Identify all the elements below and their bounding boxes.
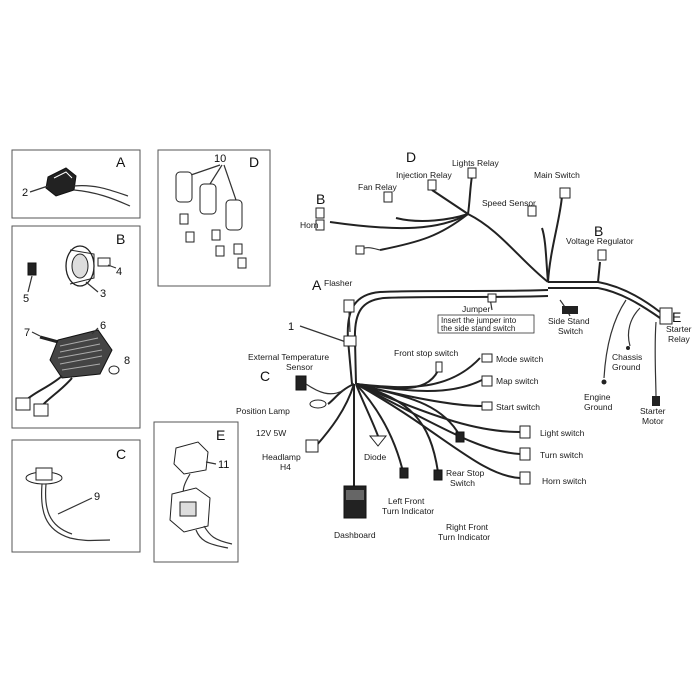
label-front-stop-switch: Front stop switch — [394, 348, 459, 358]
label-side-stand-switch-2: Switch — [558, 326, 583, 336]
label-map-switch: Map switch — [496, 376, 539, 386]
letter-b-right: B — [594, 223, 603, 239]
label-fan-relay: Fan Relay — [358, 182, 397, 192]
temperature-sensor-part-icon — [25, 467, 111, 542]
panel-c-frame — [11, 439, 141, 553]
panel-b: B 4 5 3 7 6 8 — [11, 225, 141, 429]
panel-a-letter: A — [116, 154, 126, 170]
label-lights-relay: Lights Relay — [452, 158, 500, 168]
label-rear-stop-2: Switch — [450, 478, 475, 488]
callout-harness: 1 — [288, 321, 294, 333]
label-position-lamp: Position Lamp — [236, 406, 290, 416]
label-right-front-2: Turn Indicator — [438, 532, 490, 542]
main-harness — [295, 167, 673, 519]
label-engine-ground-1: Engine — [584, 392, 611, 402]
panel-b-letter: B — [116, 231, 125, 247]
panel-c: C 9 — [11, 439, 141, 553]
letter-b-top: B — [316, 191, 325, 207]
label-injection-relay: Injection Relay — [396, 170, 453, 180]
panel-d-frame — [157, 149, 271, 287]
regulator-part-icon — [15, 329, 113, 417]
label-starter-relay-1: Starter — [666, 324, 692, 334]
label-mode-switch: Mode switch — [496, 354, 544, 364]
label-side-stand-switch-1: Side Stand — [548, 316, 590, 326]
label-jumper: Jumper — [462, 304, 491, 314]
washer-icon — [108, 365, 120, 375]
relay-part-icon — [175, 171, 247, 269]
panel-a-frame — [11, 149, 141, 219]
label-light-switch: Light switch — [540, 428, 585, 438]
label-flasher: Flasher — [324, 278, 353, 288]
label-headlamp-2: H4 — [280, 462, 291, 472]
label-turn-switch: Turn switch — [540, 450, 583, 460]
label-horn: Horn — [300, 220, 319, 230]
letter-d-main: D — [406, 149, 416, 165]
panel-a: A 2 — [11, 149, 141, 219]
part-number-3: 3 — [100, 288, 106, 300]
part-number-4: 4 — [116, 266, 122, 278]
label-speed-sensor: Speed Sensor — [482, 198, 536, 208]
label-starter-motor-1: Starter — [640, 406, 666, 416]
starter-relay-part-icon — [169, 441, 233, 549]
label-start-switch: Start switch — [496, 402, 540, 412]
label-headlamp-1: Headlamp — [262, 452, 301, 462]
part-number-10: 10 — [214, 153, 226, 165]
panel-d-letter: D — [249, 154, 259, 170]
part-number-7: 7 — [24, 327, 30, 339]
letter-c-main: C — [260, 368, 270, 384]
part-number-11: 11 — [218, 459, 229, 471]
label-rear-stop-1: Rear Stop — [446, 468, 485, 478]
jumper-note-line-1: Insert the jumper into — [441, 316, 517, 325]
panel-d: D 10 — [157, 149, 271, 287]
label-main-switch: Main Switch — [534, 170, 580, 180]
label-diode: Diode — [364, 452, 386, 462]
part-number-2: 2 — [22, 187, 28, 199]
panel-e-frame — [153, 421, 239, 563]
label-horn-switch: Horn switch — [542, 476, 587, 486]
panel-b-frame — [11, 225, 141, 429]
label-position-lamp-spec: 12V 5W — [256, 428, 286, 438]
panel-c-letter: C — [116, 446, 126, 462]
label-starter-relay-2: Relay — [668, 334, 690, 344]
part-number-5: 5 — [23, 293, 29, 305]
jumper-note-box — [437, 314, 535, 334]
label-left-front-2: Turn Indicator — [382, 506, 434, 516]
label-chassis-ground-2: Ground — [612, 362, 641, 372]
letter-e-main: E — [672, 309, 681, 325]
sensor-part-icon — [45, 167, 131, 207]
label-ext-temp-2: Sensor — [286, 362, 313, 372]
nut-icon — [27, 262, 37, 276]
label-left-front-1: Left Front — [388, 496, 425, 506]
part-number-9: 9 — [94, 491, 100, 503]
panel-e: E 11 — [153, 421, 239, 563]
part-number-8: 8 — [124, 355, 130, 367]
part-number-6: 6 — [100, 320, 106, 332]
label-right-front-1: Right Front — [446, 522, 489, 532]
jumper-note-line-2: the side stand switch — [441, 324, 515, 333]
panel-e-letter: E — [216, 427, 225, 443]
horn-part-icon — [65, 245, 95, 287]
label-chassis-ground-1: Chassis — [612, 352, 642, 362]
label-dashboard: Dashboard — [334, 530, 376, 540]
label-engine-ground-2: Ground — [584, 402, 613, 412]
label-voltage-regulator: Voltage Regulator — [566, 236, 634, 246]
label-ext-temp-1: External Temperature — [248, 352, 329, 362]
label-starter-motor-2: Motor — [642, 416, 664, 426]
letter-a-main: A — [312, 277, 322, 293]
